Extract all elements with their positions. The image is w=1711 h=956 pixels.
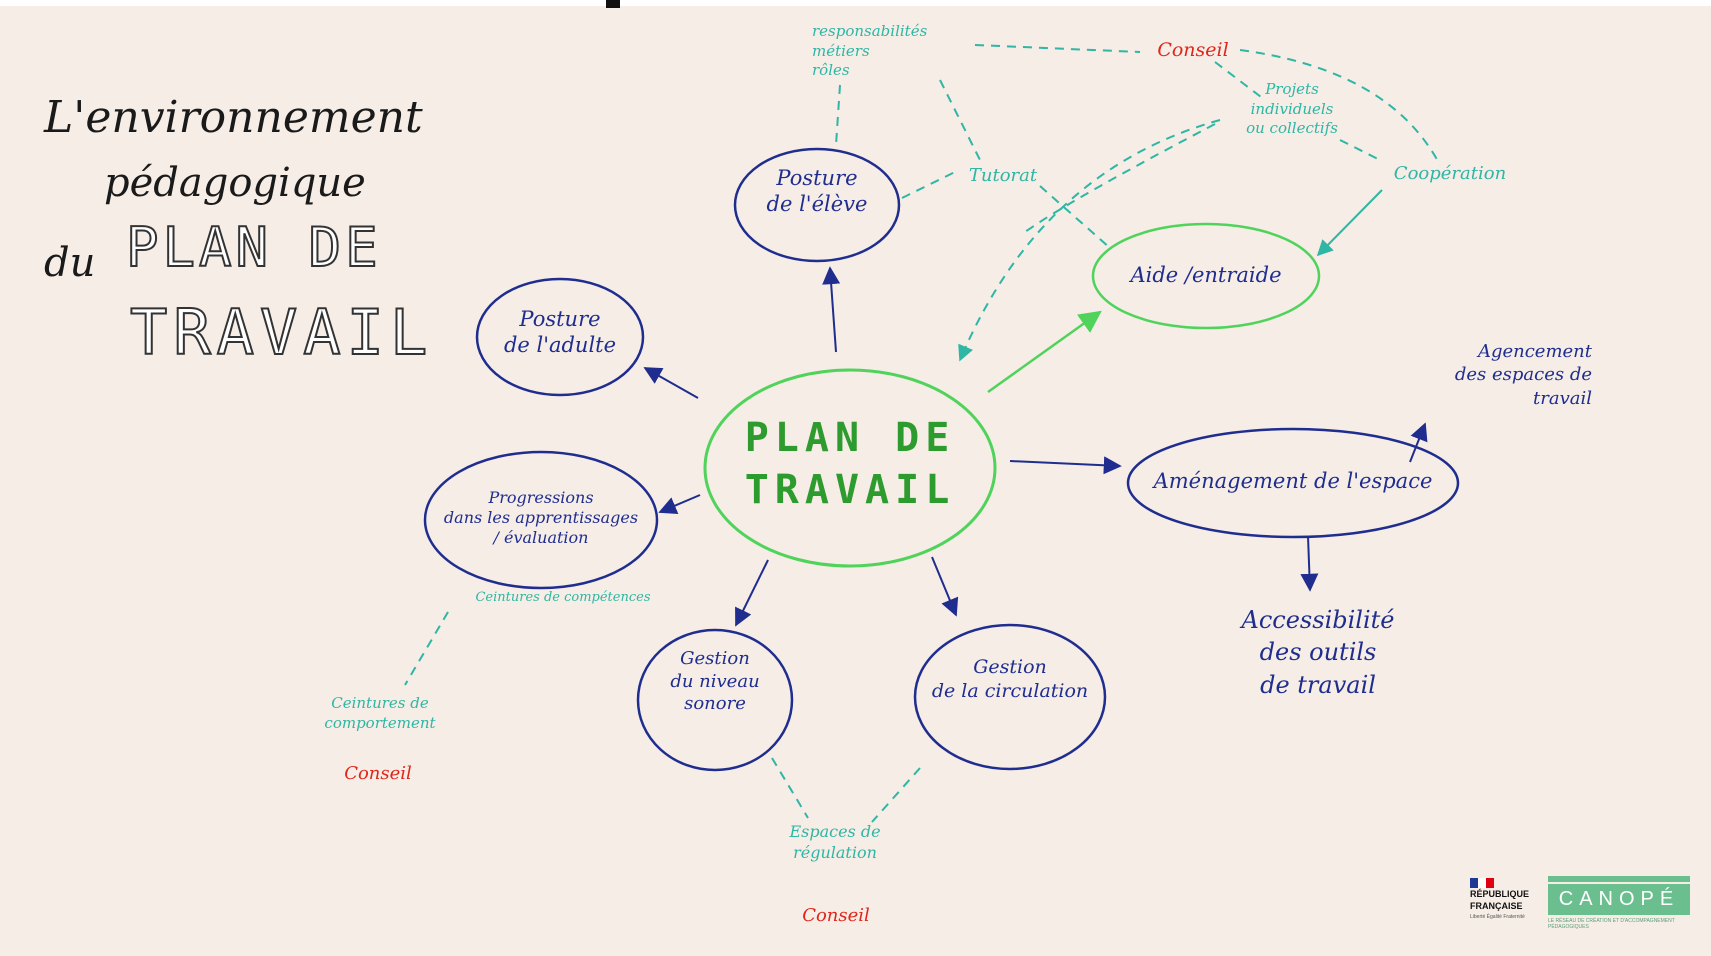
top-strip — [0, 0, 1711, 6]
canope-name: CANOPÉ — [1548, 884, 1690, 915]
aide-ellipse — [1091, 222, 1321, 330]
dash-competences-comportement — [404, 611, 449, 686]
node-gestion-circulation-line-2: de la circulation — [931, 679, 1089, 702]
arrow-to-aide — [987, 310, 1102, 394]
arrow-to-posture-eleve — [822, 266, 841, 353]
dash-projets-cooperation — [1339, 139, 1381, 161]
canope-logo: CANOPÉ LE RÉSEAU DE CRÉATION ET D'ACCOMP… — [1548, 876, 1690, 930]
note-agencement-line-2: des espaces de — [1454, 364, 1592, 386]
progressions-ellipse — [423, 450, 659, 590]
center-ellipse — [703, 368, 997, 568]
note-responsabilites-line-3: rôles — [812, 61, 850, 79]
republique-francaise-logo: RÉPUBLIQUE FRANÇAISE Liberté Égalité Fra… — [1470, 878, 1540, 920]
note-ceintures-comportement: Ceintures de comportement — [310, 694, 450, 733]
title-line-2: pédagogique — [104, 160, 366, 206]
node-gestion-circulation-line-1: Gestion — [973, 656, 1047, 678]
title-plan: PLAN DE — [125, 215, 382, 280]
note-projets: Projets individuels ou collectifs — [1232, 80, 1352, 139]
node-progressions-line-3: / évaluation — [493, 528, 589, 547]
node-posture-adulte-line-2: de l'adulte — [503, 333, 617, 358]
node-posture-eleve-line-1: Posture — [776, 166, 858, 190]
note-projets-line-3: ou collectifs — [1246, 119, 1338, 137]
republique-line-1: RÉPUBLIQUE — [1470, 889, 1530, 899]
node-progressions-line-2: dans les apprentissages — [443, 508, 639, 527]
dash-responsabilites-tutorat — [939, 79, 981, 161]
note-espaces-regulation: Espaces de régulation — [770, 822, 900, 864]
note-conseil-top: Conseil — [1157, 39, 1229, 61]
note-agencement-line-3: travail — [1533, 387, 1592, 409]
node-amenagement: Aménagement de l'espace — [1153, 469, 1433, 493]
canope-subtitle: LE RÉSEAU DE CRÉATION ET D'ACCOMPAGNEMEN… — [1548, 918, 1675, 930]
center-node: PLAN DE TRAVAIL — [712, 412, 988, 516]
title-travail: TRAVAIL — [129, 295, 434, 370]
note-accessibilite: Accessibilité des outils de travail — [1228, 604, 1408, 701]
republique-line-2: FRANÇAISE — [1470, 900, 1523, 911]
node-aide: Aide /entraide — [1130, 263, 1282, 287]
center-line-2: TRAVAIL — [744, 467, 956, 513]
arrow-to-progressions — [658, 494, 701, 514]
posture-eleve-ellipse — [733, 147, 901, 263]
arrow-to-amenagement — [1009, 456, 1122, 475]
dash-responsabilites-conseil — [974, 44, 1141, 53]
node-gestion-circulation: Gestion de la circulation — [920, 656, 1100, 704]
title-line-3: du — [44, 240, 96, 286]
node-gestion-sonore-line-3: sonore — [684, 693, 746, 714]
note-conseil-bottom: Conseil — [802, 905, 870, 926]
node-posture-eleve: Posture de l'élève — [740, 165, 894, 218]
note-agencement-line-1: Agencement — [1477, 341, 1592, 362]
arrow-to-gestion-sonore — [735, 559, 769, 627]
dash-responsabilites-eleve — [835, 84, 841, 146]
dash-projets-center-2 — [1024, 123, 1216, 233]
note-accessibilite-line-2: des outils — [1259, 638, 1377, 667]
center-line-1: PLAN DE — [744, 415, 956, 461]
arrow-to-posture-adulte — [643, 367, 699, 399]
node-gestion-sonore-line-1: Gestion — [680, 648, 750, 669]
amenagement-ellipse — [1126, 427, 1460, 539]
note-projets-line-1: Projets — [1265, 80, 1319, 98]
note-ceintures-comportement-line-1: Ceintures de — [331, 694, 429, 712]
note-espaces-regulation-line-1: Espaces de — [789, 822, 881, 841]
arrow-cooperation-aide — [1316, 189, 1383, 257]
dash-conseil-projets — [1214, 61, 1266, 101]
note-conseil-left: Conseil — [344, 763, 412, 784]
node-posture-eleve-line-2: de l'élève — [766, 192, 868, 217]
node-gestion-sonore: Gestion du niveau sonore — [648, 648, 782, 716]
node-progressions: Progressions dans les apprentissages / é… — [432, 488, 650, 548]
arrow-to-accessibilite — [1300, 535, 1319, 592]
note-ceintures-comportement-line-2: comportement — [324, 713, 436, 732]
french-flag-icon — [1470, 878, 1494, 888]
title-line-1: L'environnement — [44, 92, 423, 143]
dash-conseil-cooperation — [1239, 49, 1441, 166]
top-strip-mark — [606, 0, 620, 8]
arrow-to-gestion-circulation — [931, 556, 959, 617]
note-ceintures-competences: Ceintures de compétences — [475, 590, 651, 605]
note-espaces-regulation-line-2: régulation — [793, 842, 877, 862]
note-accessibilite-line-3: de travail — [1260, 670, 1376, 699]
node-posture-adulte: Posture de l'adulte — [485, 306, 635, 359]
note-tutorat: Tutorat — [968, 165, 1038, 186]
node-posture-adulte-line-1: Posture — [519, 307, 601, 331]
posture-adulte-ellipse — [475, 277, 645, 397]
note-projets-line-2: individuels — [1250, 99, 1334, 118]
dash-projets-center — [958, 119, 1221, 362]
dash-eleve-tutorat — [901, 171, 956, 199]
canope-top-band — [1548, 876, 1690, 882]
note-responsabilites-line-1: responsabilités — [812, 22, 928, 40]
node-gestion-sonore-line-2: du niveau — [670, 670, 760, 692]
dash-sonore-espaces — [771, 757, 809, 819]
dash-circulation-espaces — [871, 767, 921, 823]
republique-motto: Liberté Égalité Fraternité — [1470, 913, 1525, 920]
node-progressions-line-1: Progressions — [488, 488, 594, 507]
note-agencement: Agencement des espaces de travail — [1392, 340, 1592, 410]
note-responsabilites: responsabilités métiers rôles — [812, 22, 982, 81]
gestion-sonore-ellipse — [636, 628, 794, 772]
note-accessibilite-line-1: Accessibilité — [1241, 606, 1395, 634]
note-responsabilites-line-2: métiers — [812, 41, 870, 60]
gestion-circulation-ellipse — [913, 623, 1107, 771]
arrow-to-agencement — [1409, 422, 1428, 463]
note-cooperation: Coopération — [1393, 163, 1507, 184]
